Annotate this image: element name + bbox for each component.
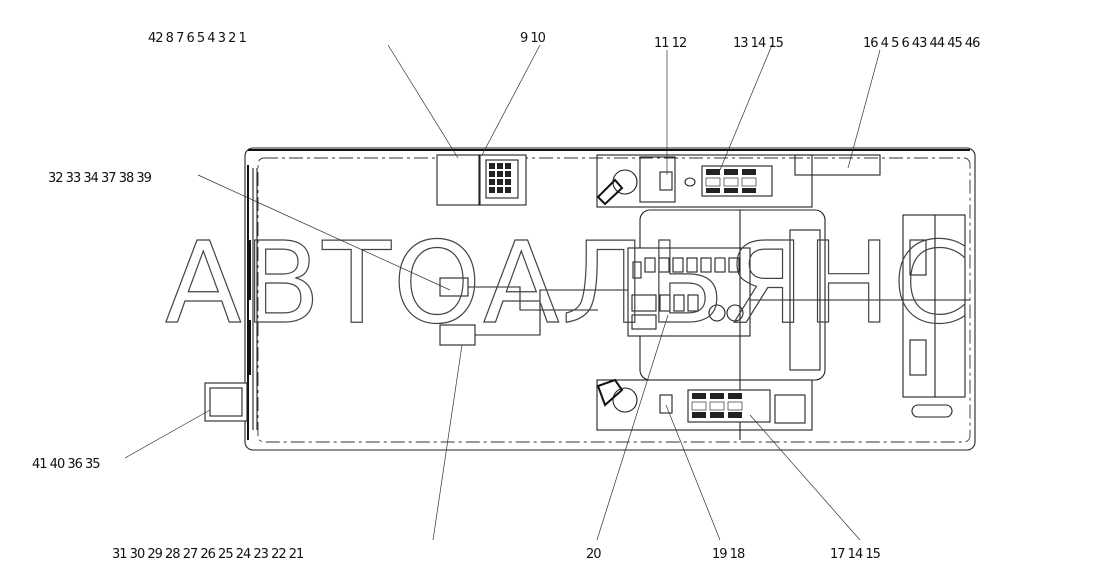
relays-row-1 xyxy=(644,257,740,273)
callout-top-left: 42 8 7 6 5 4 3 2 1 xyxy=(148,31,246,46)
relays-row-2 xyxy=(631,294,744,330)
callout-13-15: 13 14 15 xyxy=(733,36,784,51)
leader-lines xyxy=(124,44,881,541)
lower-switch-assembly xyxy=(596,378,813,431)
panel-frame xyxy=(244,147,976,451)
callout-labels: 42 8 7 6 5 4 3 2 1 9 10 11 12 13 14 15 1… xyxy=(32,31,981,562)
callout-left-mid: 32 33 34 37 38 39 xyxy=(48,171,152,186)
callout-11-12: 11 12 xyxy=(654,36,686,51)
upper-switch-assembly xyxy=(596,154,881,208)
callout-top-right: 16 4 5 6 43 44 45 46 xyxy=(863,36,980,51)
right-cabinet xyxy=(902,214,966,418)
callout-9-10: 9 10 xyxy=(520,31,546,46)
control-unit-top xyxy=(436,154,527,206)
relay-block xyxy=(627,209,970,440)
callout-17-15: 17 14 15 xyxy=(830,547,881,562)
keypad-grid xyxy=(489,163,511,193)
watermark-text: АВТОАЛЬЯНС xyxy=(165,219,973,349)
left-devices xyxy=(204,277,628,422)
callout-bottom-left: 31 30 29 28 27 26 25 24 23 22 21 xyxy=(112,547,304,562)
callout-left-bottom: 41 40 36 35 xyxy=(32,457,100,472)
callout-19-18: 19 18 xyxy=(712,547,745,562)
callout-20: 20 xyxy=(586,547,601,562)
